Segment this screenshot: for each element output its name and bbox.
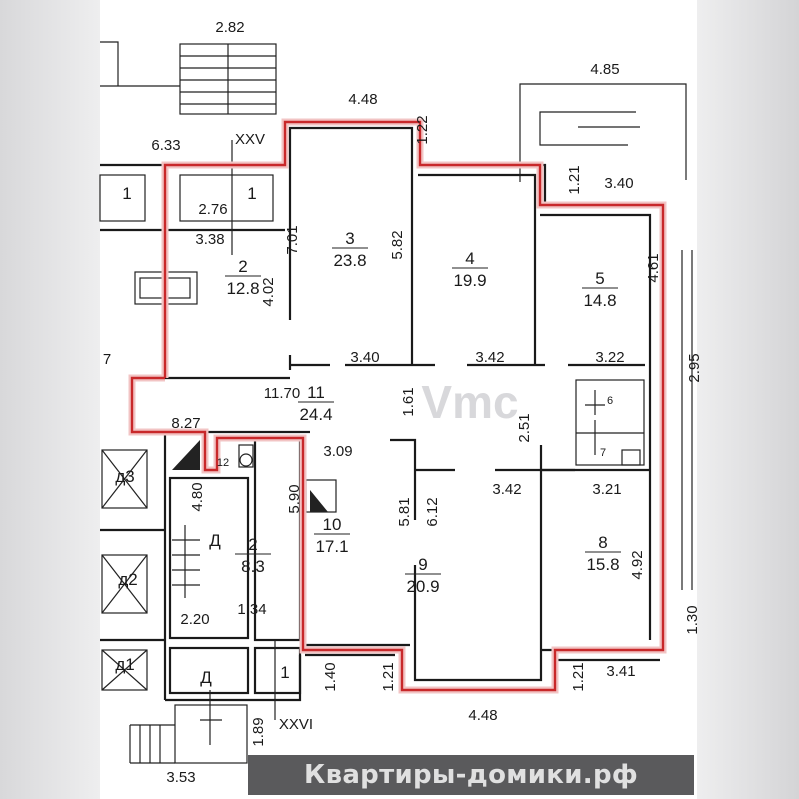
room-label: 10 17.1 [314,515,350,556]
dimension-label: 1.40 [322,662,339,691]
dimension-label: 4.80 [189,482,206,511]
room-area: 8.3 [241,557,265,576]
dimension-label: 4.92 [629,550,646,579]
dimension-label: 1.89 [250,717,267,746]
room-number: 2 [248,535,257,554]
dimension-label: 8.27 [171,415,200,432]
dimension-label: 5.81 [396,497,413,526]
plan-label: 1 [247,184,256,203]
dimension-label: 3.53 [166,769,195,786]
dimension-label: 1.61 [400,387,417,416]
room-area: 15.8 [586,555,619,574]
plan-label: Д [200,668,212,687]
watermark-text: Vmc [421,376,518,428]
apartment-outline [128,118,667,694]
room-label: 815.8 [585,533,621,574]
room-number: 4 [465,249,474,268]
dimension-label: 4.02 [260,277,277,306]
room-area: 20.9 [406,577,439,596]
room-number: 9 [418,555,427,574]
dimension-label: 3.40 [604,175,633,192]
dimension-label: 2.20 [180,611,209,628]
dimension-label: 5.82 [389,230,406,259]
dimension-label: 1.22 [414,115,431,144]
room-number: 11 [307,383,325,402]
dimension-label: 1.30 [684,605,701,634]
plan-label: 6 [607,395,613,407]
room-number: 10 [323,515,342,534]
room-label: 323.8 [332,229,368,270]
room-area: 23.8 [333,251,366,270]
dimension-label: 1.21 [380,662,397,691]
dimension-label: 4.48 [468,707,497,724]
dimension-label: 7 [103,351,111,368]
room-label: 28.3 [235,535,271,576]
walls [99,41,693,764]
dimension-label: 2.51 [516,413,533,442]
dimension-label: 3.09 [323,443,352,460]
plan-label: д1 [115,655,134,674]
room-area: 17.1 [315,537,348,556]
plan-label: 7 [600,447,606,459]
plan-label: XXV [235,131,265,148]
room-number: 2 [238,257,247,276]
dimension-label: 1.34 [237,601,266,618]
plan-label: д2 [118,570,137,589]
dimension-label: 2.82 [215,19,244,36]
room-label: 514.8 [582,269,618,310]
dimension-label: 1.21 [570,662,587,691]
plan-label: д3 [115,467,134,486]
dimension-label: 3.38 [195,231,224,248]
plan-label: 1 [280,663,289,682]
dimension-label: 3.42 [492,481,521,498]
plan-label: XXVI [279,716,313,733]
dimension-label: 3.42 [475,349,504,366]
dimension-label: 11.70 [264,385,300,402]
room-area: 14.8 [583,291,616,310]
room-label: 212.8 [225,257,261,298]
dimension-label: 4.61 [645,253,662,282]
dimension-label: 3.41 [606,663,635,680]
room-number: 5 [595,269,604,288]
dimension-label: 7.01 [284,225,301,254]
room-label: 419.9 [452,249,488,290]
dimension-label: 6.33 [151,137,180,154]
room-number: 8 [598,533,607,552]
watermark-banner: Квартиры-домики.рф [248,755,694,795]
plan-label: Д [209,531,221,550]
apartment-outline-line [130,120,665,692]
banner-text: Квартиры-домики.рф [304,760,638,790]
dimension-label: 3.22 [595,349,624,366]
dimension-label: 2.95 [686,353,703,382]
dimension-label: 6.12 [424,497,441,526]
plan-label: 1 [122,184,131,203]
dimension-label: 3.21 [592,481,621,498]
room-number: 3 [345,229,354,248]
plan-label: 12 [217,457,229,469]
room-label: 11 24.4 [298,383,334,424]
dimension-label: 4.85 [590,61,619,78]
room-area: 19.9 [453,271,486,290]
dimension-label: 4.48 [348,91,377,108]
dimension-label: 5.90 [286,484,303,513]
room-area: 24.4 [299,405,332,424]
room-label: 920.9 [405,555,441,596]
dimension-labels: 2.82 4.85 4.48 1.22 6.33 2.76 3.38 1.21 3.40 7.01… [103,19,703,786]
room-area: 12.8 [226,279,259,298]
dimension-label: 2.76 [198,201,227,218]
dimension-label: 1.21 [566,165,583,194]
dimension-label: 3.40 [350,349,379,366]
